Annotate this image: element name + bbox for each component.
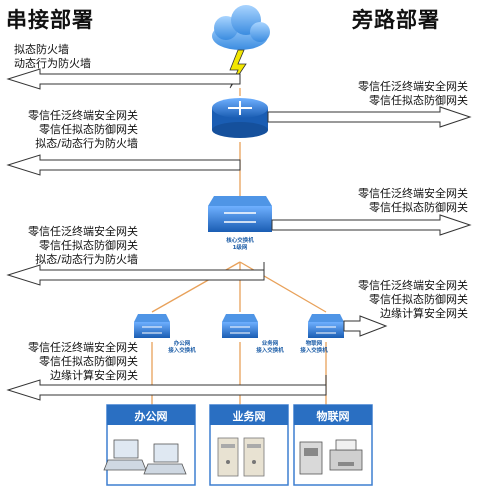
router-left-labels: 零信任泛终端安全网关 零信任拟态防御网关 拟态/动态行为防火墙 [14,109,138,151]
label-line: 零信任泛终端安全网关 [28,109,138,122]
device-label-line: 接入交换机 [256,348,284,354]
core-left-labels: 零信任泛终端安全网关 零信任拟态防御网关 拟态/动态行为防火墙 [14,225,138,267]
access-switch-business-label: 业务网 接入交换机 [248,341,292,355]
device-label-line: 1级网 [232,245,248,251]
access-left-labels: 零信任泛终端安全网关 零信任拟态防御网关 边缘计算安全网关 [14,341,138,383]
access-right-labels: 零信任泛终端安全网关 零信任拟态防御网关 边缘计算安全网关 [344,279,468,321]
access-switch-iot-label: 物联网 接入交换机 [292,341,336,355]
label-line: 零信任拟态防御网关 [39,123,138,136]
bypass-arrows [267,106,472,337]
serial-deployment-title: 串接部署 [6,8,94,32]
device-label-line: 物联网 [305,341,323,347]
device-label-line: 业务网 [261,341,279,347]
server-icon [217,437,239,477]
label-line: 零信任泛终端安全网关 [28,225,138,238]
label-line: 零信任拟态防御网关 [369,293,468,306]
device-label-line: 接入交换机 [168,348,196,354]
core-switch-label: 核心交换机 1级网 [210,238,270,252]
label-line: 零信任泛终端安全网关 [28,341,138,354]
internet-cloud-icon [212,5,270,50]
serial-arrow-taps [239,74,327,385]
core-switch-icon [208,196,272,232]
server-icon [243,437,265,477]
label-line: 零信任拟态防御网关 [369,201,468,214]
label-line: 零信任泛终端安全网关 [358,80,468,93]
zone-title-office: 办公网 [134,410,168,423]
label-line: 零信任拟态防御网关 [39,239,138,252]
access-switch-iot-icon [308,314,344,338]
core-right-labels: 零信任泛终端安全网关 零信任拟态防御网关 [344,187,468,215]
label-line: 动态行为防火墙 [14,57,91,70]
bypass-deployment-title: 旁路部署 [352,8,440,32]
access-switch-office-icon [134,314,170,338]
label-line: 零信任泛终端安全网关 [358,279,468,292]
label-line: 拟态/动态行为防火墙 [35,137,138,150]
label-line: 拟态防火墙 [14,43,69,56]
printer-icon [329,439,363,471]
access-switch-office-label: 办公网 接入交换机 [160,341,204,355]
access-switch-business-icon [222,314,258,338]
device-label-line: 办公网 [173,341,191,347]
top-left-labels: 拟态防火墙 动态行为防火墙 [14,43,91,71]
serial-arrows [6,68,327,401]
label-line: 零信任拟态防御网关 [369,94,468,107]
iot-device-icon [299,441,323,475]
zone-title-iot: 物联网 [316,410,350,423]
label-line: 零信任泛终端安全网关 [358,187,468,200]
label-line: 拟态/动态行为防火墙 [35,253,138,266]
label-line: 边缘计算安全网关 [380,307,468,320]
device-label-line: 核心交换机 [226,238,254,244]
router-right-labels: 零信任泛终端安全网关 零信任拟态防御网关 [344,80,468,108]
zone-title-business: 业务网 [232,410,266,423]
device-label-line: 接入交换机 [300,348,328,354]
label-line: 边缘计算安全网关 [50,369,138,382]
laptop-icon [143,443,187,475]
label-line: 零信任拟态防御网关 [39,355,138,368]
router-icon [212,98,268,138]
